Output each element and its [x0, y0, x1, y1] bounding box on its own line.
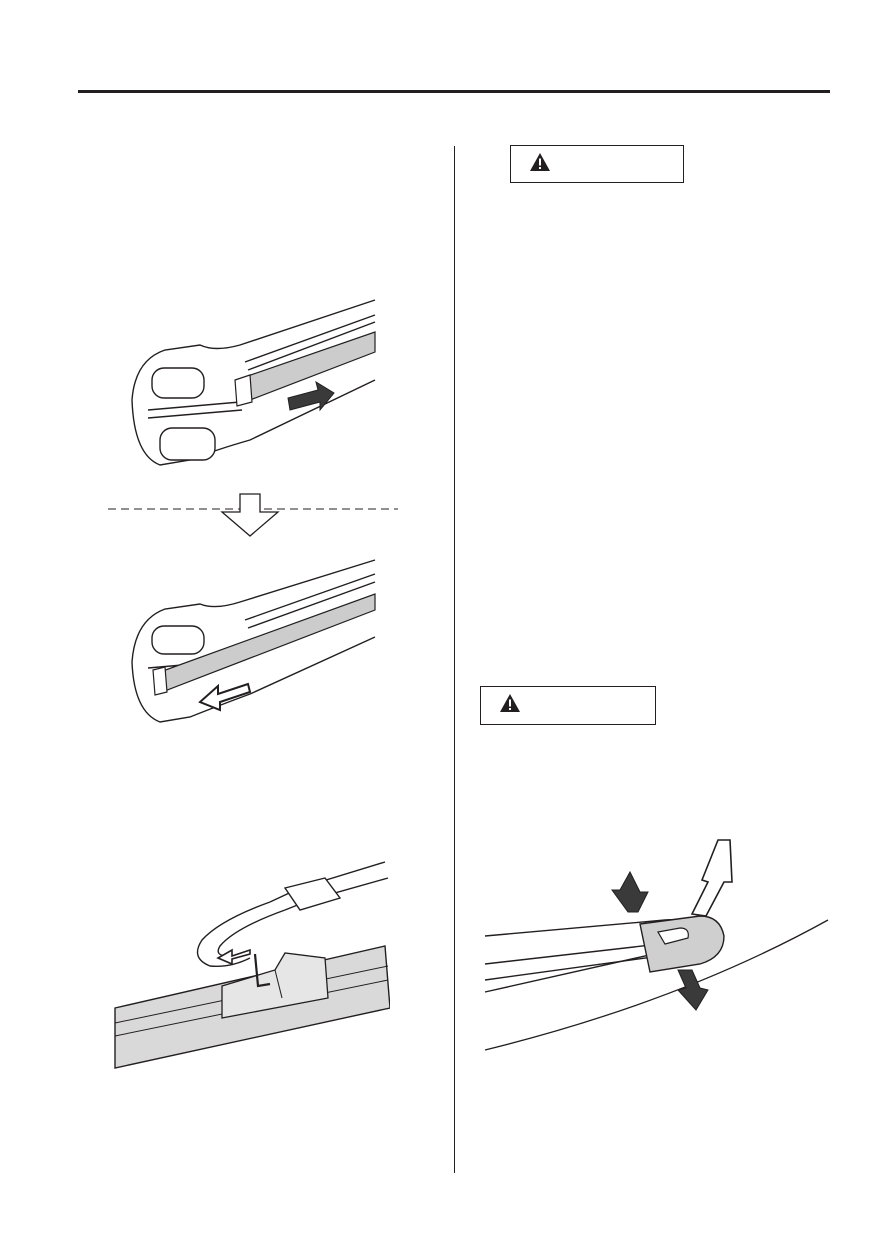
warning-triangle-icon: [500, 694, 520, 712]
wiper-arm-lift-removal: [484, 839, 829, 1051]
wiper-blade-rubber-insert-slide-in: [131, 559, 376, 723]
wiper-blade-rubber-insert-slide-out: [131, 299, 376, 466]
warning-box: [480, 686, 656, 725]
warning-box: [510, 145, 684, 183]
header-rule: [78, 90, 830, 93]
warning-triangle-icon: [530, 153, 550, 171]
step-transition-arrow: [108, 493, 398, 537]
column-divider: [454, 146, 455, 1173]
wiper-arm-hook-attachment: [114, 861, 390, 1069]
